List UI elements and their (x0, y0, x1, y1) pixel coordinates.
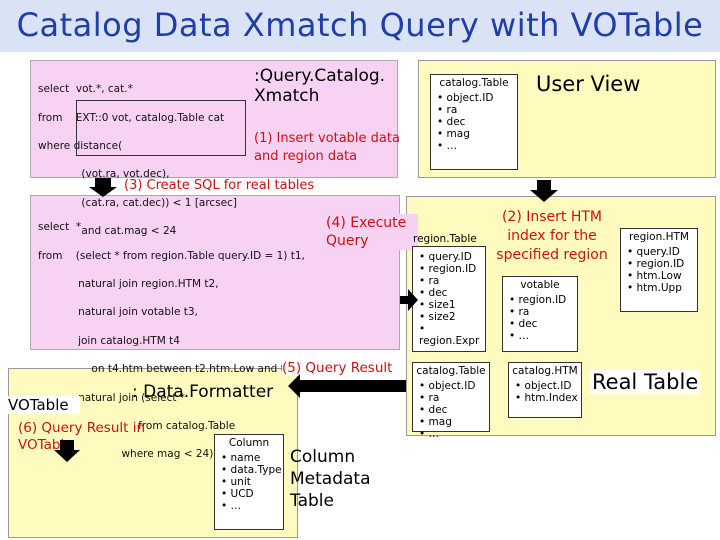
catalog-htm-name: catalog.HTM (512, 365, 578, 377)
list-item: unit (221, 476, 283, 488)
list-item: region.ID (627, 258, 697, 270)
sql-line-1: * (75, 221, 82, 234)
list-item: object.ID (515, 380, 581, 392)
catalog-table-top-items: object.ID ra dec mag … (431, 92, 517, 152)
catalog-table-top: catalog.Table object.ID ra dec mag … (430, 74, 518, 170)
list-item: mag (419, 416, 489, 428)
kw-where: where (38, 140, 71, 153)
votable-table-items: region.ID ra dec … (503, 294, 577, 342)
list-item: … (221, 500, 283, 512)
sql-kw-select: select (38, 221, 70, 234)
user-view-label: User View (536, 72, 641, 96)
data-formatter-label: : Data.Formatter (132, 382, 274, 402)
sql-line-8: from catalog.Table (138, 420, 236, 433)
page-title: Catalog Data Xmatch Query with VOTable (0, 0, 720, 52)
sql-line-2: (select * from region.Table query.ID = 1… (75, 249, 305, 262)
region-table: region.Table query.ID region.ID ra dec s… (412, 233, 486, 352)
catalog-table-bottom: catalog.Table object.ID ra dec mag … (412, 362, 490, 440)
region-htm-name: region.HTM (629, 231, 689, 243)
list-item: … (509, 330, 577, 342)
list-item: mag (437, 128, 517, 140)
arrow-tables-to-formatter (288, 374, 406, 398)
query-line-3: distance( (73, 140, 123, 153)
xmatch-query-box: select vot.*, cat.* from EXT::0 vot, cat… (34, 66, 246, 237)
kw-from: from (38, 111, 63, 124)
sql-line-3: natural join region.HTM t2, (78, 278, 219, 291)
list-item: size1 (419, 299, 485, 311)
votable-table-name: votable (520, 279, 560, 291)
step-2-label: (2) Insert HTM index for the specified r… (496, 209, 608, 263)
arrow-userview-to-real (530, 180, 558, 202)
list-item: query.ID (627, 246, 697, 258)
query-line-6: and cat.mag < 24 (81, 225, 177, 238)
query-line-4: (vot.ra, vot.dec), (81, 168, 170, 181)
list-item: htm.Low (627, 270, 697, 282)
step-4-label: (4) Execute Query (326, 214, 418, 250)
query-line-5: (cat.ra, cat.dec)) < 1 [arcsec] (81, 196, 238, 209)
list-item: … (437, 140, 517, 152)
region-htm-table: region.HTM query.ID region.ID htm.Low ht… (620, 228, 698, 312)
list-item: dec (419, 404, 489, 416)
list-item: dec (419, 287, 485, 299)
catalog-table-bottom-name: catalog.Table (416, 365, 486, 377)
list-item: UCD (221, 488, 283, 500)
column-table-items: name data.Type unit UCD … (215, 452, 283, 512)
column-table: Column name data.Type unit UCD … (214, 434, 284, 530)
region-table-items: query.ID region.ID ra dec size1 size2 re… (413, 251, 485, 347)
step-6-label: (6) Query Result in VOTable (18, 420, 146, 453)
list-item: region.ID (419, 263, 485, 275)
list-item: htm.Upp (627, 282, 697, 294)
arrow-sql-to-tables (400, 289, 418, 311)
catalog-table-top-name: catalog.Table (439, 77, 509, 89)
list-item: ra (419, 392, 489, 404)
sql-line-7: natural join (select * (78, 391, 186, 404)
votable-label: VOTable (8, 396, 80, 414)
catalog-htm-items: object.ID htm.Index (509, 380, 581, 404)
list-item: dec (509, 318, 577, 330)
sql-line-4: natural join votable t3, (78, 306, 198, 319)
region-table-name: region.Table (413, 233, 477, 245)
kw-select: select (38, 83, 70, 96)
column-table-name: Column (228, 437, 270, 449)
catalog-table-bottom-items: object.ID ra dec mag … (413, 380, 489, 440)
list-item: name (221, 452, 283, 464)
arrow-query-to-sql (89, 178, 117, 197)
votable-table: votable region.ID ra dec … (502, 276, 578, 352)
sql-line-5: join catalog.HTM t4 (78, 334, 180, 347)
list-item: region.ID (509, 294, 577, 306)
list-item: ra (509, 306, 577, 318)
list-item: size2 (419, 311, 485, 323)
step-3-label: (3) Create SQL for real tables (124, 178, 315, 193)
arrow-formatter-to-votable (54, 440, 80, 462)
real-table-label: Real Table (590, 370, 701, 394)
step-5-label: (5) Query Result (282, 360, 393, 376)
query-line-1: vot.*, cat.* (75, 83, 133, 96)
list-item: dec (437, 116, 517, 128)
list-item: query.ID (419, 251, 485, 263)
list-item: ra (419, 275, 485, 287)
sql-kw-from: from (38, 249, 63, 262)
list-item: region.Expr (419, 323, 485, 347)
list-item: object.ID (437, 92, 517, 104)
list-item: ra (437, 104, 517, 116)
list-item: object.ID (419, 380, 489, 392)
step-1-label: (1) Insert votable data and region data (254, 131, 400, 164)
list-item: … (419, 428, 489, 440)
column-metadata-label: Column Metadata Table (290, 447, 371, 511)
query-catalog-block (30, 60, 398, 178)
query-line-2: EXT::0 vot, catalog.Table cat (75, 111, 225, 124)
catalog-htm-table: catalog.HTM object.ID htm.Index (508, 362, 582, 418)
query-catalog-label: :Query.Catalog.Xmatch (254, 66, 386, 106)
list-item: data.Type (221, 464, 283, 476)
list-item: htm.Index (515, 392, 581, 404)
region-htm-items: query.ID region.ID htm.Low htm.Upp (621, 246, 697, 294)
